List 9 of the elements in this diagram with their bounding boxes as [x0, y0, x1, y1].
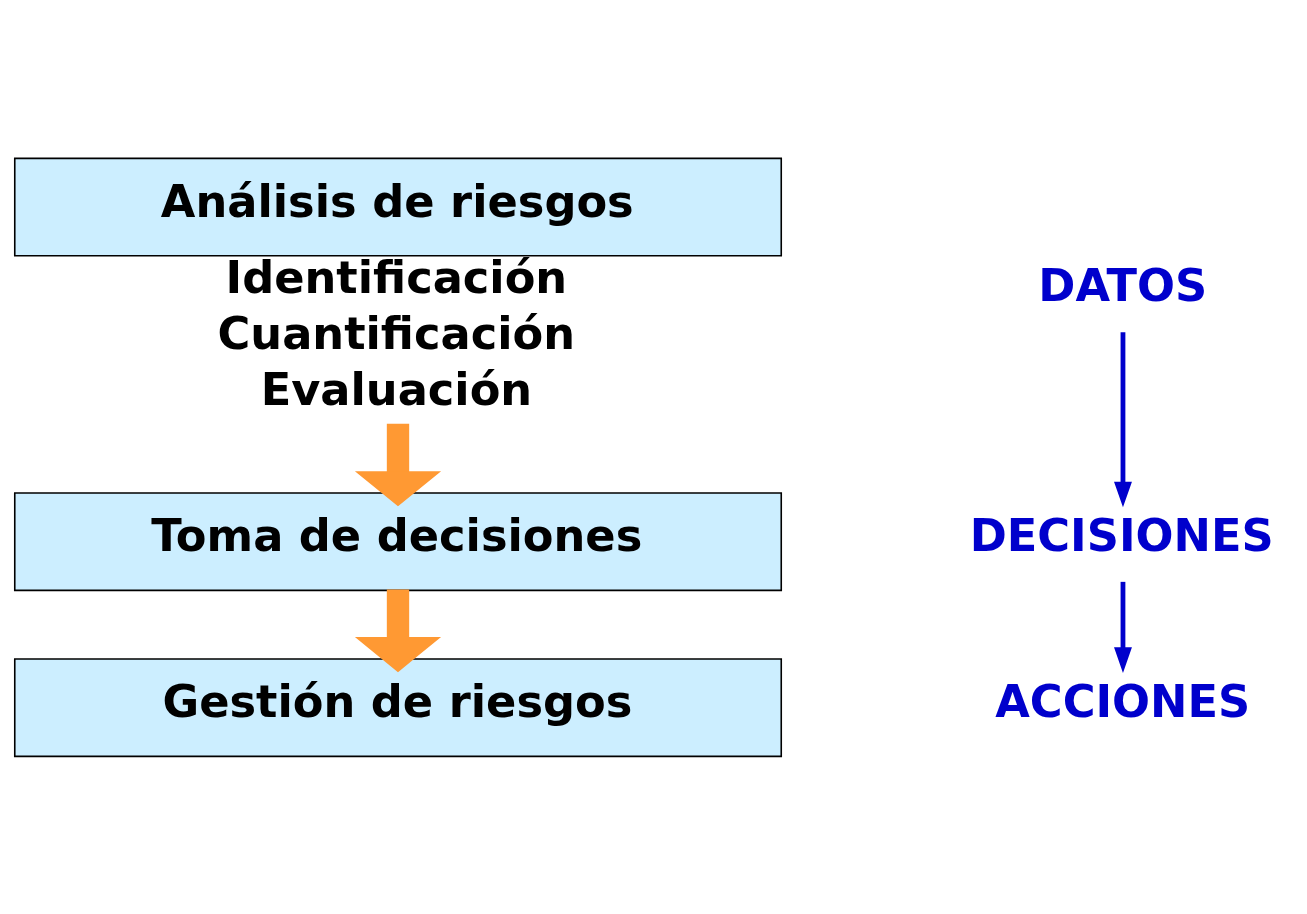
arrow	[354, 423, 442, 507]
node-label: Cuantificación	[217, 307, 576, 361]
arrow	[1114, 581, 1132, 673]
arrow	[354, 589, 442, 673]
arrow	[1114, 332, 1132, 508]
node-text: ACCIONES	[995, 675, 1251, 729]
node-label: Evaluación	[260, 362, 533, 416]
node-text: DECISIONES	[969, 509, 1274, 563]
node-text: DATOS	[1038, 259, 1208, 313]
